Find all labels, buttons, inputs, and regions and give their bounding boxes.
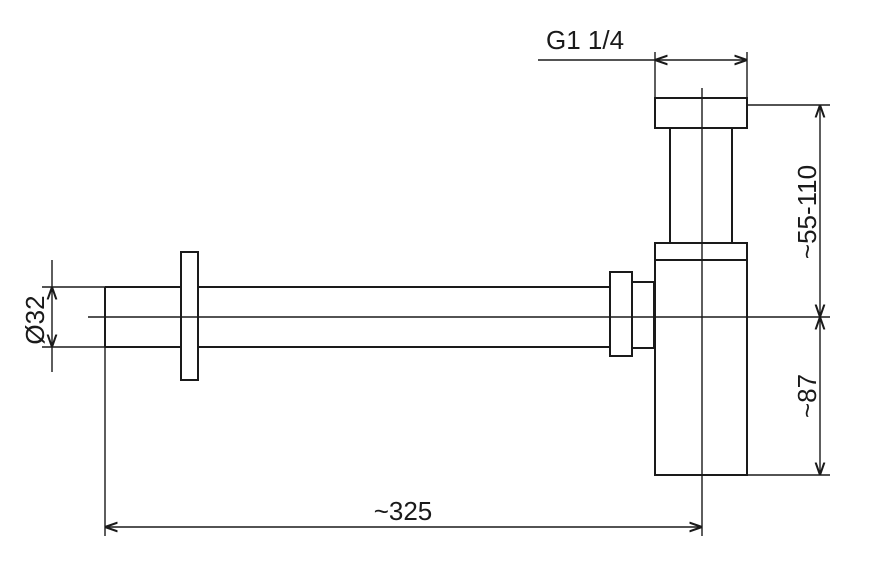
center-lines xyxy=(88,88,830,536)
dim-length: ~325 xyxy=(104,347,702,536)
wall-flange xyxy=(180,251,199,381)
dim-thread: G1 1/4 xyxy=(538,25,748,98)
dim-length-label: ~325 xyxy=(374,496,433,526)
dim-height-label: ~55-110 xyxy=(792,165,822,259)
union-nut xyxy=(609,271,655,357)
dim-diameter-label: Ø32 xyxy=(20,295,50,344)
dim-depth-label: ~87 xyxy=(792,374,822,418)
dim-depth: ~87 xyxy=(747,317,830,476)
trap-body xyxy=(654,242,748,476)
inlet-tube xyxy=(669,127,733,244)
thread-connector xyxy=(654,97,748,129)
dim-diameter: Ø32 xyxy=(20,260,105,372)
dim-height: ~55-110 xyxy=(747,104,830,317)
dim-thread-label: G1 1/4 xyxy=(546,25,624,55)
